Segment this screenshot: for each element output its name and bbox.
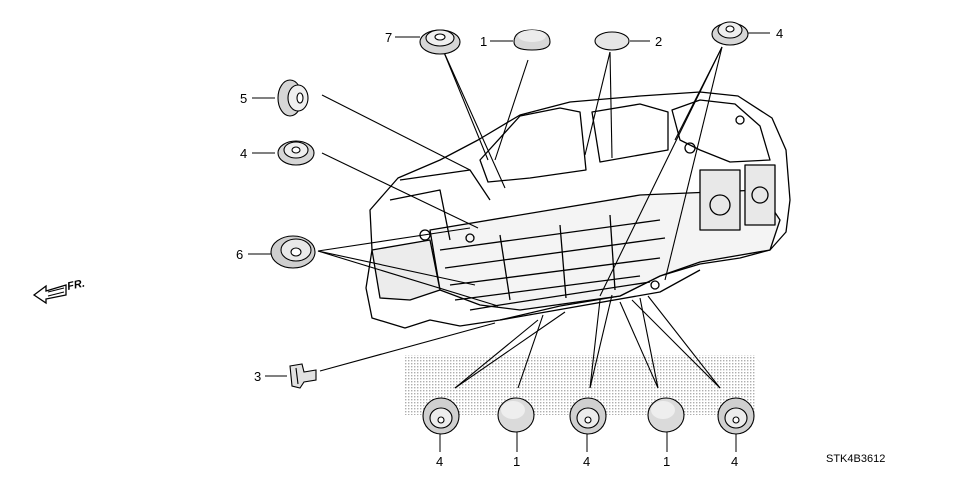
label-part-4-left: 4 xyxy=(240,146,247,161)
diagram-code: STK4B3612 xyxy=(826,453,885,465)
clip-3-icon xyxy=(289,363,317,389)
label-bottom-5: 4 xyxy=(731,454,738,469)
front-label: FR. xyxy=(66,278,86,293)
grommet-4-top-icon xyxy=(711,21,749,46)
bottom-grommet-3-icon xyxy=(569,397,607,435)
label-part-6: 6 xyxy=(236,247,243,262)
grommet-7-icon xyxy=(419,29,461,55)
label-bottom-1: 4 xyxy=(436,454,443,469)
plug-2-icon xyxy=(594,31,630,51)
label-bottom-2: 1 xyxy=(513,454,520,469)
front-direction-arrow: FR. xyxy=(32,278,86,305)
label-bottom-4: 1 xyxy=(663,454,670,469)
label-bottom-3: 4 xyxy=(583,454,590,469)
bottom-grommet-5-icon xyxy=(717,397,755,435)
label-part-4-top: 4 xyxy=(776,26,783,41)
grommet-5-icon xyxy=(277,79,309,117)
grommet-4-left-icon xyxy=(277,140,315,166)
leader-lines xyxy=(317,46,723,389)
label-part-7: 7 xyxy=(385,30,392,45)
label-part-3: 3 xyxy=(254,369,261,384)
label-part-1-top: 1 xyxy=(480,34,487,49)
car-body-frame xyxy=(365,91,791,329)
bottom-cap-4-icon xyxy=(647,397,685,433)
bottom-grommet-1-icon xyxy=(422,397,460,435)
label-part-5: 5 xyxy=(240,91,247,106)
label-part-2: 2 xyxy=(655,34,662,49)
part-number-labels: 7 1 2 4 5 4 6 3 4 1 4 1 4 xyxy=(236,26,783,469)
cap-1-icon xyxy=(513,29,551,51)
bottom-cap-2-icon xyxy=(497,397,535,433)
grommet-6-icon xyxy=(270,235,316,269)
label-ticks xyxy=(248,32,770,452)
